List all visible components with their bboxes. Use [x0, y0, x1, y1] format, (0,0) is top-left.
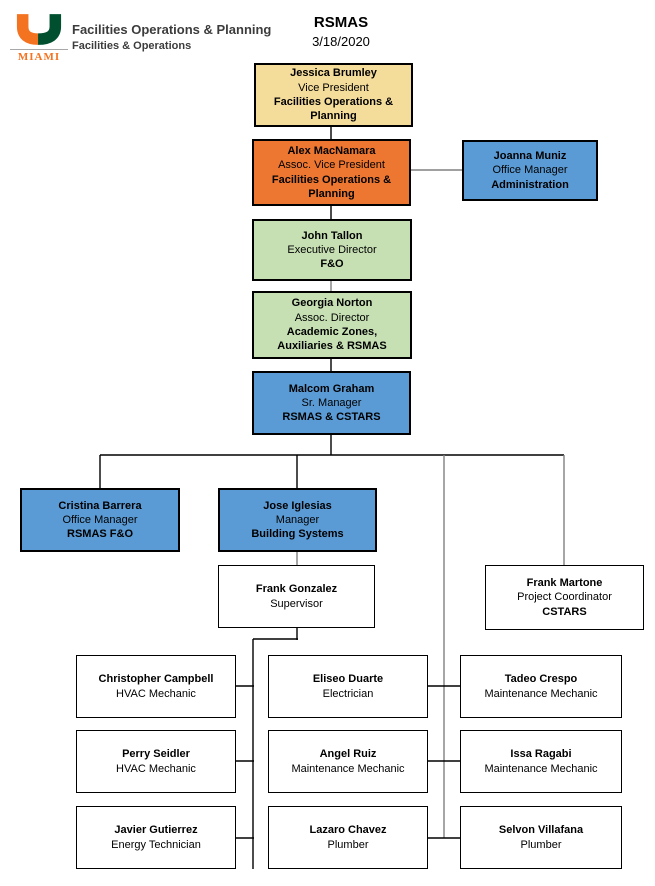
- person-dept: Administration: [491, 178, 569, 191]
- org-name-block: Facilities Operations & Planning Facilit…: [72, 22, 271, 52]
- person-title: Maintenance Mechanic: [291, 762, 405, 775]
- person-title: Plumber: [327, 838, 369, 851]
- org-node-issa-ragabi: Issa Ragabi Maintenance Mechanic: [460, 730, 622, 793]
- umiami-logo: MIAMI: [10, 14, 68, 63]
- person-title: Vice President: [298, 81, 369, 94]
- person-dept: CSTARS: [542, 605, 587, 618]
- org-node-eliseo-duarte: Eliseo Duarte Electrician: [268, 655, 428, 718]
- person-name: Frank Martone: [526, 577, 603, 590]
- person-title: Executive Director: [287, 243, 377, 256]
- org-node-joanna-muniz: Joanna Muniz Office Manager Administrati…: [462, 140, 598, 201]
- person-title: Maintenance Mechanic: [484, 687, 598, 700]
- person-name: John Tallon: [301, 229, 363, 242]
- person-dept: F&O: [320, 258, 344, 271]
- org-node-angel-ruiz: Angel Ruiz Maintenance Mechanic: [268, 730, 428, 793]
- org-node-perry-seidler: Perry Seidler HVAC Mechanic: [76, 730, 236, 793]
- person-name: Cristina Barrera: [58, 499, 142, 512]
- org-node-frank-gonzalez: Frank Gonzalez Supervisor: [218, 565, 375, 628]
- org-node-javier-gutierrez: Javier Gutierrez Energy Technician: [76, 806, 236, 869]
- miami-wordmark: MIAMI: [17, 51, 61, 63]
- logo-divider: [10, 49, 68, 50]
- org-node-john-tallon: John Tallon Executive Director F&O: [252, 219, 412, 281]
- person-title: Project Coordinator: [517, 591, 612, 604]
- person-title: Supervisor: [270, 597, 323, 610]
- person-title: Manager: [275, 513, 320, 526]
- page-date: 3/18/2020: [312, 34, 370, 49]
- org-node-lazaro-chavez: Lazaro Chavez Plumber: [268, 806, 428, 869]
- person-name: Lazaro Chavez: [309, 824, 387, 837]
- person-name: Malcom Graham: [288, 382, 375, 395]
- page-title: RSMAS: [313, 14, 369, 31]
- title-block: RSMAS 3/18/2020: [258, 14, 424, 49]
- person-title: Office Manager: [62, 513, 138, 526]
- person-name: Eliseo Duarte: [312, 673, 384, 686]
- person-name: Georgia Norton: [291, 297, 373, 310]
- org-node-jose-iglesias: Jose Iglesias Manager Building Systems: [218, 488, 377, 552]
- person-dept: Facilities Operations & Planning: [273, 96, 394, 123]
- person-dept: Building Systems: [251, 528, 344, 541]
- person-name: Perry Seidler: [122, 748, 190, 761]
- org-node-christopher-campbell: Christopher Campbell HVAC Mechanic: [76, 655, 236, 718]
- miami-u-icon: [16, 14, 62, 45]
- org-node-frank-martone: Frank Martone Project Coordinator CSTARS: [485, 565, 644, 630]
- person-name: Joanna Muniz: [493, 150, 567, 163]
- org-node-selvon-villafana: Selvon Villafana Plumber: [460, 806, 622, 869]
- person-dept: RSMAS F&O: [67, 528, 133, 541]
- org-name-line2: Facilities & Operations: [72, 40, 192, 52]
- person-name: Alex MacNamara: [287, 144, 376, 157]
- person-title: Assoc. Director: [294, 311, 370, 324]
- person-dept: RSMAS & CSTARS: [282, 411, 381, 424]
- person-name: Issa Ragabi: [510, 748, 572, 761]
- org-node-malcom-graham: Malcom Graham Sr. Manager RSMAS & CSTARS: [252, 371, 411, 435]
- person-title: Office Manager: [492, 164, 568, 177]
- person-title: Electrician: [322, 687, 374, 700]
- org-node-georgia-norton: Georgia Norton Assoc. Director Academic …: [252, 291, 412, 359]
- person-name: Frank Gonzalez: [255, 583, 338, 596]
- person-title: Plumber: [520, 838, 562, 851]
- person-title: HVAC Mechanic: [116, 762, 196, 775]
- person-dept: Facilities Operations & Planning: [271, 173, 392, 200]
- person-title: Maintenance Mechanic: [484, 762, 598, 775]
- person-title: Energy Technician: [111, 838, 201, 851]
- org-name-line1: Facilities Operations & Planning: [72, 22, 272, 37]
- person-name: Javier Gutierrez: [114, 824, 198, 837]
- person-name: Jessica Brumley: [290, 67, 377, 80]
- person-name: Tadeo Crespo: [504, 673, 578, 686]
- person-dept: Academic Zones, Auxiliaries & RSMAS: [277, 326, 387, 353]
- org-node-alex-macnamara: Alex MacNamara Assoc. Vice President Fac…: [252, 139, 411, 206]
- org-node-tadeo-crespo: Tadeo Crespo Maintenance Mechanic: [460, 655, 622, 718]
- org-node-jessica-brumley: Jessica Brumley Vice President Facilitie…: [254, 63, 413, 127]
- person-name: Christopher Campbell: [98, 673, 214, 686]
- person-title: Assoc. Vice President: [278, 159, 385, 172]
- org-node-cristina-barrera: Cristina Barrera Office Manager RSMAS F&…: [20, 488, 180, 552]
- person-name: Selvon Villafana: [498, 824, 584, 837]
- person-title: Sr. Manager: [301, 396, 362, 409]
- person-title: HVAC Mechanic: [116, 687, 196, 700]
- person-name: Angel Ruiz: [319, 748, 377, 761]
- person-name: Jose Iglesias: [263, 499, 332, 512]
